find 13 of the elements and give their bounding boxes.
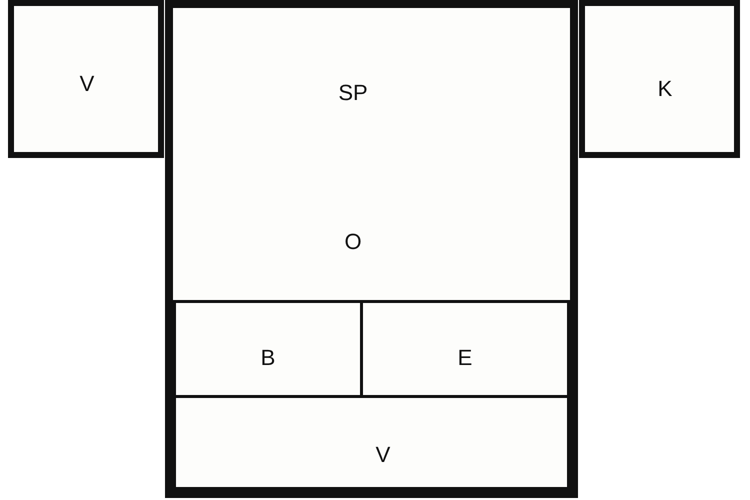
room-label: K	[658, 76, 672, 102]
room-label: SP	[338, 80, 368, 106]
room-outline	[173, 300, 363, 398]
room-label: V	[80, 71, 94, 97]
room-outline	[8, 0, 164, 158]
room-outline	[165, 0, 578, 498]
room-label: V	[376, 442, 390, 468]
room-label: E	[458, 345, 472, 371]
room-label: O	[344, 229, 362, 255]
room-outline	[173, 395, 570, 490]
room-outline	[360, 300, 570, 398]
room-outline	[579, 0, 740, 158]
room-label: B	[260, 345, 276, 371]
